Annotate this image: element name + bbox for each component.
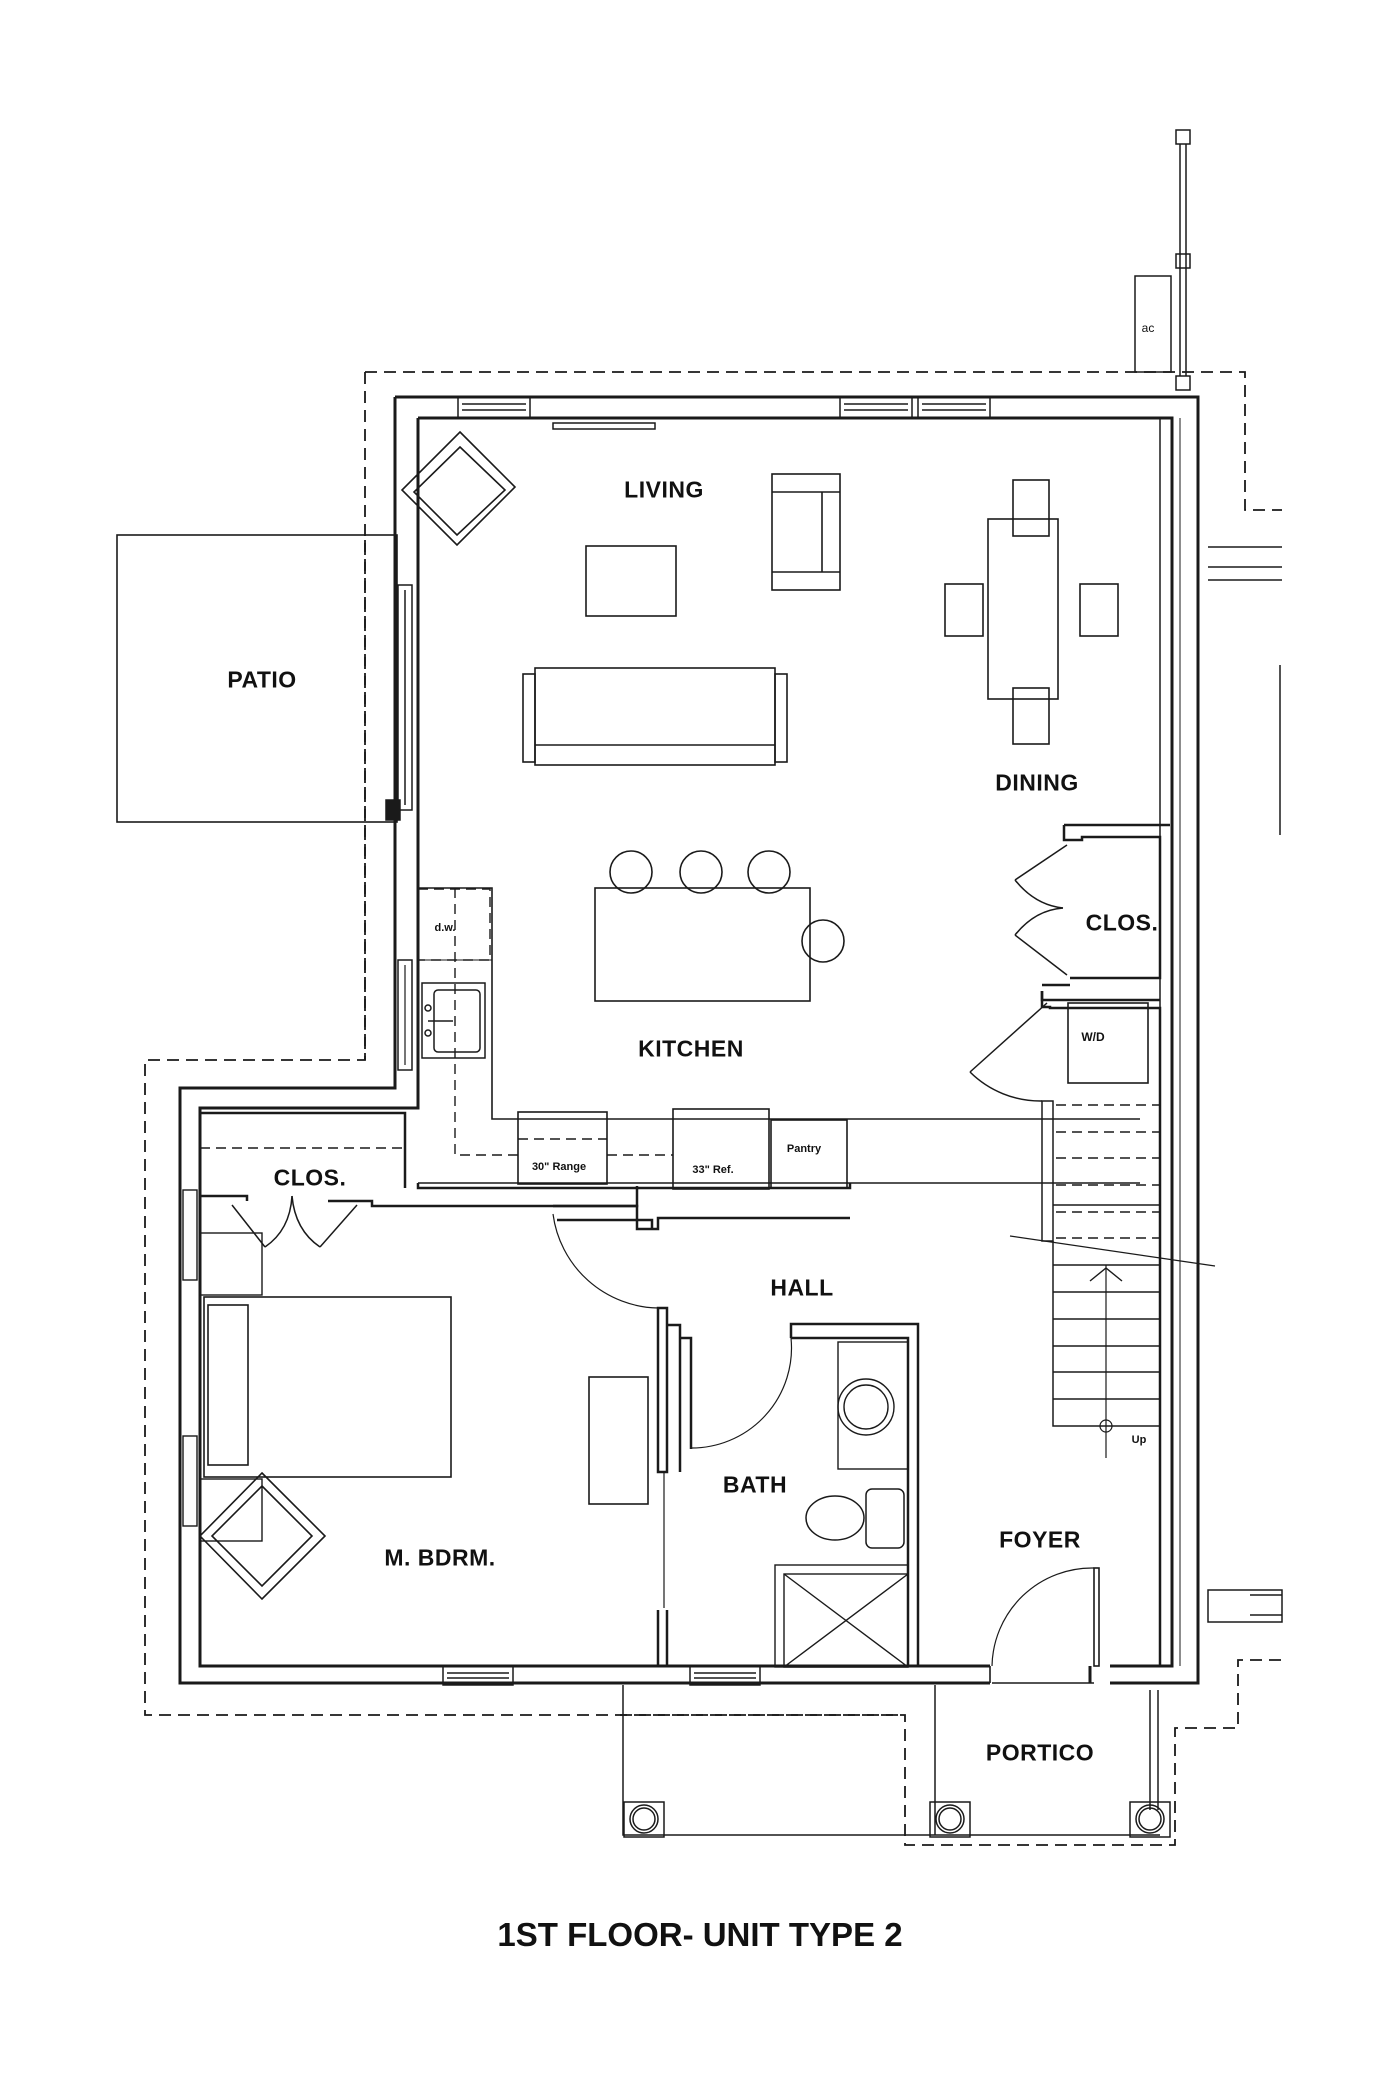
room-label-kitchen: KITCHEN (638, 1035, 744, 1062)
range (517, 1111, 608, 1185)
armchair-bedroom-rotated (198, 1471, 327, 1601)
sofa (522, 667, 788, 766)
ac-unit (1134, 275, 1172, 373)
closet-bifold-doors (231, 1195, 358, 1248)
entry-door (989, 1567, 1100, 1684)
dining-table (944, 479, 1119, 745)
plan-title: 1ST FLOOR- UNIT TYPE 2 (497, 1916, 903, 1953)
roof-outline (144, 371, 1282, 1846)
washer-dryer-label: W/D (1081, 1030, 1105, 1044)
counter-dashed (418, 888, 673, 1156)
stair-up-label: Up (1131, 1434, 1147, 1446)
kitchen-sink (421, 982, 486, 1059)
refrigerator-label: 33" Ref. (692, 1164, 734, 1176)
refrigerator (672, 1108, 770, 1190)
room-label-patio: PATIO (227, 666, 297, 693)
portico (622, 1685, 1160, 1836)
closet-dining-bifold (1014, 844, 1068, 976)
room-label-bath: BATH (722, 1471, 788, 1498)
armchair-living (771, 473, 841, 591)
bath-walls (789, 1322, 920, 1666)
shower (774, 1564, 909, 1668)
toilet (805, 1488, 905, 1549)
room-label-closet-bedroom: CLOS. (273, 1164, 347, 1191)
washer-dryer (1067, 1002, 1149, 1084)
room-label-hall: HALL (770, 1274, 834, 1301)
room-label-closet-dining: CLOS. (1085, 909, 1159, 936)
room-label-foyer: FOYER (999, 1526, 1081, 1553)
room-label-master-bedroom: M. BDRM. (384, 1544, 496, 1571)
range-label: 30" Range (531, 1161, 587, 1173)
coffee-table (585, 545, 677, 617)
laundry-door (969, 1002, 1048, 1102)
window-south (442, 1665, 761, 1686)
fence-post-north (1175, 129, 1191, 391)
dishwasher (417, 887, 493, 961)
room-label-living: LIVING (624, 476, 704, 503)
bed-headboard (207, 1304, 249, 1466)
room-label-dining: DINING (995, 769, 1079, 796)
bath-sink (837, 1378, 895, 1436)
nightstand-top (199, 1232, 263, 1296)
patio-sliding-door (385, 584, 413, 821)
bed (203, 1296, 452, 1478)
nightstand-bottom (199, 1478, 263, 1542)
pantry-label: Pantry (786, 1143, 822, 1155)
patio-outline (116, 534, 398, 823)
dresser (588, 1376, 649, 1505)
portico-columns (623, 1801, 1171, 1838)
bedroom-door-swing (552, 1213, 659, 1309)
dishwasher-label: d.w. (434, 922, 456, 934)
armchair-living-rotated (400, 430, 517, 547)
bath-door-swing (689, 1337, 793, 1449)
vanity (837, 1341, 909, 1470)
kitchen-island (594, 850, 845, 1002)
staircase (1009, 1100, 1216, 1458)
ac-label: ac (1141, 321, 1155, 335)
interior-walls (200, 1111, 852, 1231)
room-label-portico: PORTICO (985, 1739, 1095, 1766)
closet-dining-walls (1040, 823, 1170, 1666)
window-north (457, 396, 991, 430)
